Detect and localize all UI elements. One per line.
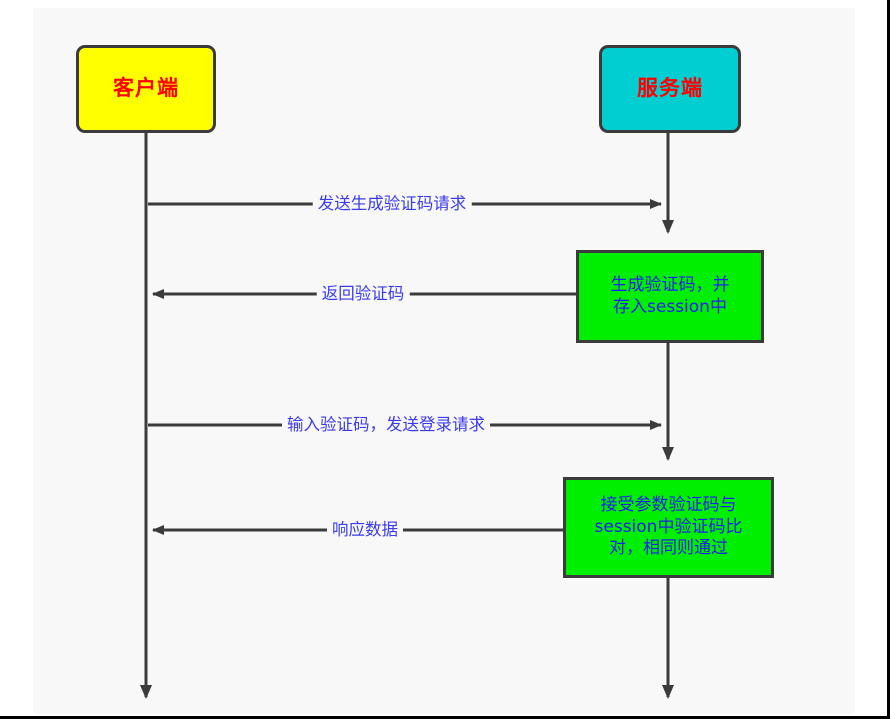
actor-box-client[interactable]: 客户端 <box>76 45 216 133</box>
actor-box-server[interactable]: 服务端 <box>599 45 741 133</box>
process-line: session中验证码比 <box>594 516 743 537</box>
process-line: 生成验证码，并 <box>610 274 730 295</box>
message-label-return-captcha: 返回验证码 <box>316 284 410 304</box>
process-line: 接受参数验证码与 <box>600 494 737 515</box>
process-label-verify-code: 接受参数验证码与 session中验证码比 对，相同则通过 <box>589 495 749 560</box>
actor-label-client: 客户端 <box>113 76 179 101</box>
process-line: 对，相同则通过 <box>609 538 728 559</box>
message-label-login-request: 输入验证码，发送登录请求 <box>282 415 490 435</box>
message-label-request-captcha: 发送生成验证码请求 <box>312 194 472 214</box>
process-label-generate-code: 生成验证码，并 存入session中 <box>605 275 736 319</box>
process-line: 存入session中 <box>613 296 727 317</box>
message-label-response-data: 响应数据 <box>327 520 403 540</box>
process-box-verify-code[interactable]: 接受参数验证码与 session中验证码比 对，相同则通过 <box>563 477 774 578</box>
process-box-generate-code[interactable]: 生成验证码，并 存入session中 <box>576 250 764 343</box>
actor-label-server: 服务端 <box>637 76 703 101</box>
